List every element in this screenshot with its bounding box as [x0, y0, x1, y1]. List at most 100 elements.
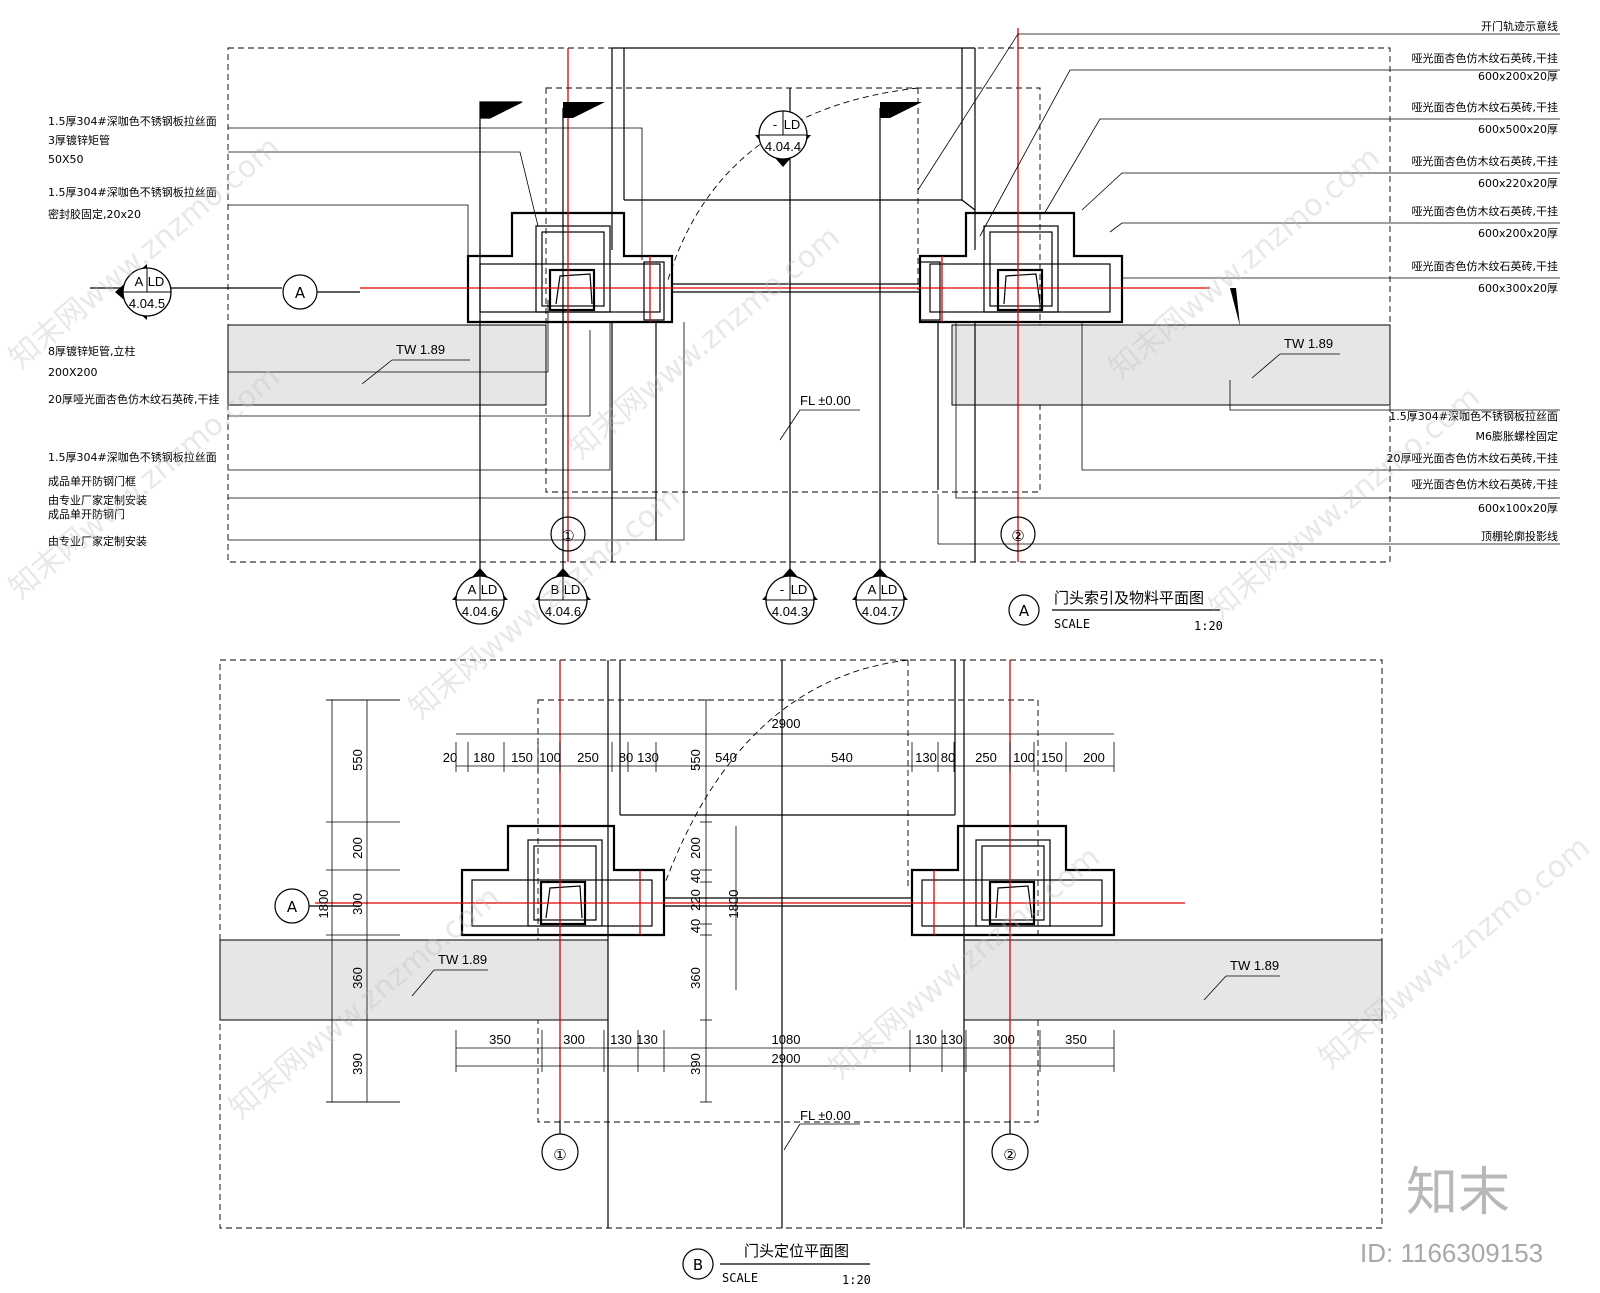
plan-b-tw-left-label: TW 1.89 [438, 952, 487, 967]
plan-a-tw-right: TW 1.89 [1251, 336, 1340, 379]
svg-text:①: ① [553, 1146, 566, 1164]
left-note: 成品单开防钢门框 [48, 474, 136, 488]
door-swing-arc [667, 87, 919, 281]
bottom-dim-label: 130 [915, 1032, 937, 1047]
plan-b-ground-left [219, 939, 609, 1021]
svg-text:①: ① [561, 527, 574, 545]
left-note: 8厚镀锌矩管,立柱 [48, 344, 136, 358]
top-dim-label: 250 [577, 750, 599, 765]
right-note: 20厚哑光面杏色仿木纹石英砖,干挂 [1387, 451, 1559, 465]
left-pier [466, 211, 674, 324]
inner-dim-label: 40 [688, 919, 703, 933]
plan-a-scale-value: 1:20 [1194, 619, 1223, 633]
left-note: 20厚哑光面杏色仿木纹石英砖,干挂 [48, 392, 220, 406]
callout-top: A [868, 582, 877, 597]
left-note: 200X200 [48, 366, 98, 379]
right-note: 哑光面杏色仿木纹石英砖,干挂 [1412, 204, 1559, 218]
plan-b-axis-2: ② [991, 1120, 1029, 1171]
top-dim-label: 250 [975, 750, 997, 765]
bottom-dim-label: 300 [993, 1032, 1015, 1047]
plan-a-fl: FL ±0.00 [779, 393, 860, 441]
plan-b-tw-right: TW 1.89 [1203, 958, 1280, 1001]
right-pier [918, 211, 1124, 324]
callout-ref: LD [481, 582, 498, 597]
top-dim-label: 100 [539, 750, 561, 765]
top-dim-label: 540 [715, 750, 737, 765]
inner-dim-total: 1800 [726, 890, 741, 919]
svg-text:②: ② [1011, 527, 1024, 545]
plan-a-left-notes: 1.5厚304#深咖色不锈钢板拉丝面 3厚镀锌矩管 50X50 1.5厚304#深咖色… [48, 114, 220, 548]
callout-num: 4.04.6 [545, 604, 581, 619]
svg-text:知末网www.znzmo.com: 知末网www.znzmo.com [403, 480, 687, 726]
left-dim-total: 1800 [316, 890, 331, 919]
plan-b-section-marker: A [274, 888, 360, 924]
callout-num: 4.04.5 [129, 296, 165, 311]
callout-symbol: -LD4.04.3 [762, 568, 818, 625]
plan-b-tw-left: TW 1.89 [411, 952, 488, 997]
callout-symbol: A LD 4.04.7 [852, 568, 908, 625]
right-note: 哑光面杏色仿木纹石英砖,干挂 [1412, 477, 1559, 491]
plan-b-scale-value: 1:20 [842, 1273, 871, 1287]
right-note: 600x200x20厚 [1478, 227, 1558, 240]
left-dim-label: 390 [350, 1053, 365, 1075]
plan-b-tw-right-label: TW 1.89 [1230, 958, 1279, 973]
svg-text:知末网www.znzmo.com: 知末网www.znzmo.com [563, 220, 847, 466]
left-note: 1.5厚304#深咖色不锈钢板拉丝面 [48, 114, 217, 128]
svg-text:知末网www.znzmo.com: 知末网www.znzmo.com [1203, 380, 1487, 626]
callout-ref: LD [791, 582, 808, 597]
plan-b-bottom-total: 2900 [772, 1051, 801, 1066]
left-note: 1.5厚304#深咖色不锈钢板拉丝面 [48, 450, 217, 464]
plan-b-top-total: 2900 [772, 716, 801, 731]
left-note: 由专业厂家定制安装 [48, 493, 147, 507]
left-dim-label: 300 [350, 893, 365, 915]
callout-symbol: -LD4.04.4 [755, 110, 811, 167]
callout-num: 4.04.7 [862, 604, 898, 619]
top-dim-label: 540 [831, 750, 853, 765]
plan-a-tw-right-label: TW 1.89 [1284, 336, 1333, 351]
plan-b-fl: FL ±0.00 [783, 1108, 860, 1151]
plan-a-ground-right [951, 324, 1391, 406]
right-note: 600x500x20厚 [1478, 123, 1558, 136]
plan-a-roof-outline [545, 87, 1041, 493]
callout-ref: LD [784, 117, 801, 132]
plan-a-title-block: A 门头索引及物料平面图 SCALE 1:20 [1008, 589, 1223, 633]
plan-b-tag: B [693, 1256, 703, 1274]
left-note: 3厚镀锌矩管 [48, 133, 110, 147]
plan-a-axis-1: ① [550, 516, 586, 552]
bottom-dim-label: 350 [1065, 1032, 1087, 1047]
plan-b-title-block: B 门头定位平面图 SCALE 1:20 [682, 1242, 871, 1287]
plan-b-fl-label: FL ±0.00 [800, 1108, 851, 1123]
bottom-dim-label: 130 [636, 1032, 658, 1047]
plan-a-tag: A [1019, 602, 1030, 620]
callout-num: 4.04.3 [772, 604, 808, 619]
top-dim-label: 100 [1013, 750, 1035, 765]
inner-dim-label: 40 [688, 869, 703, 883]
left-note: 50X50 [48, 153, 84, 166]
watermark-id: ID: 1166309153 [1360, 1238, 1543, 1268]
inner-dim-label: 200 [688, 837, 703, 859]
callout-top: - [773, 117, 777, 132]
svg-text:②: ② [1003, 1146, 1016, 1164]
right-note: 顶棚轮廓投影线 [1481, 529, 1558, 543]
bottom-dim-label: 130 [610, 1032, 632, 1047]
top-dim-label: 130 [637, 750, 659, 765]
bottom-dim-label: 1080 [772, 1032, 801, 1047]
plan-a-tw-left: TW 1.89 [361, 342, 470, 385]
plan-a-ground-left [227, 324, 547, 406]
top-dim-label: 200 [1083, 750, 1105, 765]
right-note: 哑光面杏色仿木纹石英砖,干挂 [1412, 259, 1559, 273]
plan-a-fl-label: FL ±0.00 [800, 393, 851, 408]
left-note: 密封胶固定,20x20 [48, 207, 141, 221]
plan-a-title: 门头索引及物料平面图 [1054, 589, 1204, 607]
callout-ref: LD [881, 582, 898, 597]
plan-a-scale-label: SCALE [1054, 617, 1090, 631]
right-note: 哑光面杏色仿木纹石英砖,干挂 [1412, 154, 1559, 168]
plan-a-section-label: A [295, 284, 306, 302]
right-note: 1.5厚304#深咖色不锈钢板拉丝面 [1389, 409, 1558, 423]
top-dim-label: 20 [443, 750, 457, 765]
right-note: 哑光面杏色仿木纹石英砖,干挂 [1412, 100, 1559, 114]
right-note: M6膨胀螺栓固定 [1476, 429, 1559, 443]
